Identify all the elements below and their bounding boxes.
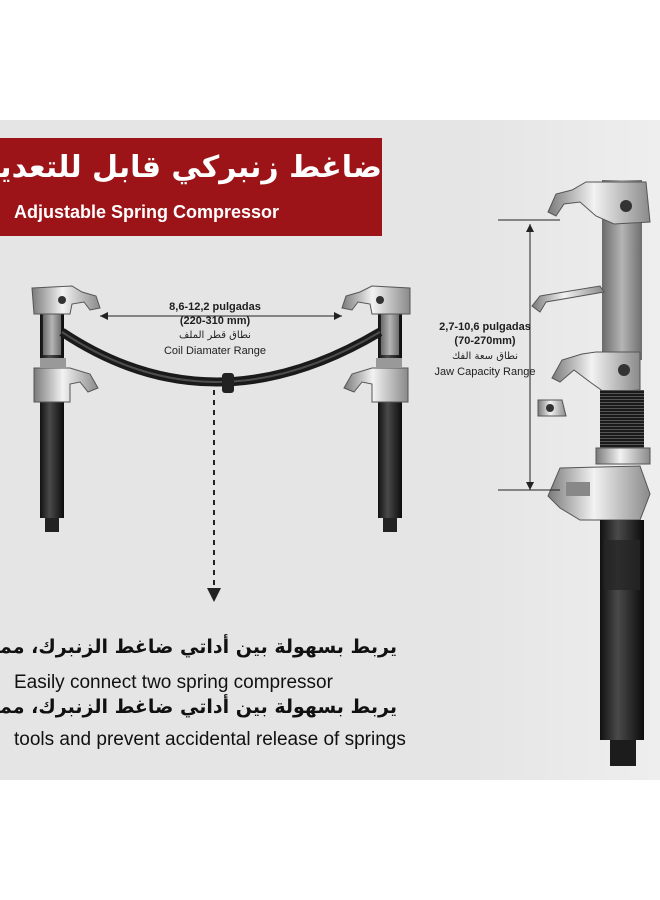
coil-range-mm: (220-310 mm) (179, 315, 251, 327)
coil-range-label-en: Coil Diamater Range (163, 345, 267, 357)
feature-line1-ar: يربط بسهولة بين أداتي ضاغط الزنبرك، مما (0, 636, 397, 658)
left-compressor (31, 285, 101, 532)
big-tip (610, 740, 636, 766)
title-banner (0, 138, 382, 236)
down-arrow-head (207, 588, 221, 602)
banner-title-en: Adjustable Spring Compressor (14, 202, 280, 222)
coil-range-inches: 8,6-12,2 pulgadas (169, 301, 261, 313)
feature-line2-en: Easily connect two spring compressor (14, 672, 333, 693)
left-tip (45, 518, 59, 532)
coil-range-label-ar: نطاق قطر الملف (179, 330, 251, 341)
product-illustration (31, 180, 651, 766)
big-mid-hook (551, 351, 641, 393)
big-top-hook (547, 181, 651, 225)
feature-line4-en: tools and prevent accidental release of … (14, 729, 406, 750)
big-nut (595, 447, 651, 465)
right-tip (383, 518, 397, 532)
big-compressor (531, 180, 651, 766)
big-clip (531, 285, 605, 313)
big-lower-hook (547, 465, 651, 521)
feature-line3-ar: يربط بسهولة بين أداتي ضاغط الزنبرك، مما (0, 696, 397, 718)
jaw-range-mm: (70-270mm) (454, 335, 516, 347)
big-thread (600, 390, 644, 450)
right-mid-hook (343, 367, 409, 403)
jaw-range-label-en: Jaw Capacity Range (434, 366, 536, 378)
right-compressor (341, 285, 411, 532)
banner-title-ar: ضاغط زنبركي قابل للتعديل (0, 150, 382, 185)
jaw-range-label-ar: نطاق سعة الفك (451, 351, 519, 362)
jaw-range-inches: 2,7-10,6 pulgadas (439, 321, 531, 333)
strap-clip (222, 373, 234, 393)
left-mid-hook (33, 367, 99, 403)
